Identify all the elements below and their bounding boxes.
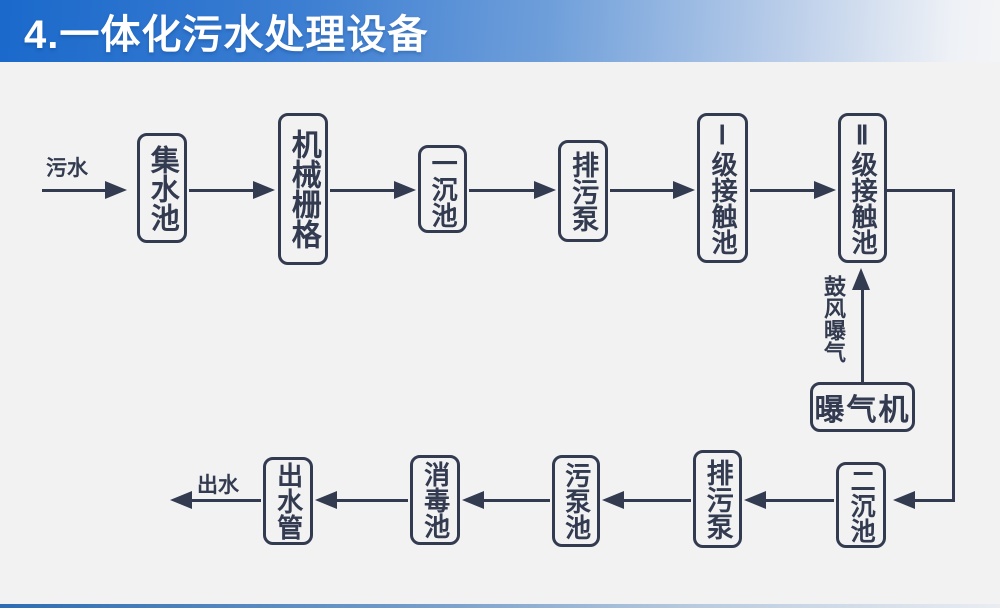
box-sewage-pump-top: 排污泵 — [558, 140, 608, 242]
elbow-bottom-segment — [915, 499, 955, 502]
box-aerator: 曝气机 — [810, 382, 915, 432]
arrow-pump-to-pumptank-line — [624, 499, 691, 502]
box-secondary-sedimentation-tank: 二沉池 — [836, 462, 886, 548]
arrow-secondary-to-pump-head-icon — [744, 491, 766, 509]
arrow-disinfection-to-outlet-head-icon — [315, 491, 337, 509]
arrow-grid-to-primary-head-icon — [394, 181, 416, 199]
arrow-level1-to-level2-head-icon — [814, 181, 836, 199]
box-primary-sedimentation-tank: 一沉池 — [418, 145, 467, 233]
box-level1-contact-tank: Ⅰ级接触池 — [697, 113, 748, 263]
arrow-collection-to-grid-head-icon — [253, 181, 275, 199]
arrow-pump-to-level1-line — [610, 189, 673, 192]
header-bar: 4.一体化污水处理设备 — [0, 0, 1000, 62]
box-outlet-pipe: 出水管 — [263, 457, 313, 545]
box-collection-tank: 集水池 — [137, 133, 187, 243]
arrow-outflow-head-icon — [170, 491, 192, 509]
arrow-pump-to-pumptank-head-icon — [602, 491, 624, 509]
arrow-pump-to-level1-head-icon — [673, 181, 695, 199]
arrow-pumptank-to-disinfection-line — [484, 499, 550, 502]
arrow-outflow-line — [192, 499, 261, 502]
elbow-head-icon — [893, 491, 915, 509]
arrow-inflow-line — [42, 189, 105, 192]
arrow-primary-to-pump-line — [469, 189, 534, 192]
box-disinfection-tank: 消毒池 — [410, 455, 460, 545]
inflow-label: 污水 — [46, 157, 88, 180]
arrow-collection-to-grid-line — [189, 189, 253, 192]
arrow-primary-to-pump-head-icon — [534, 181, 556, 199]
outflow-label: 出水 — [197, 474, 239, 497]
arrow-aerator-line — [861, 290, 864, 382]
box-sewage-pump-tank: 污泵池 — [552, 455, 600, 547]
arrow-disinfection-to-outlet-line — [337, 499, 408, 502]
aeration-label: 鼓风曝气 — [821, 275, 847, 363]
arrow-pumptank-to-disinfection-head-icon — [462, 491, 484, 509]
page-title: 4.一体化污水处理设备 — [24, 13, 429, 57]
arrow-secondary-to-pump-line — [766, 499, 834, 502]
footer-accent-bar — [0, 604, 1000, 608]
arrow-grid-to-primary-line — [330, 189, 394, 192]
elbow-vertical-segment — [952, 189, 955, 502]
arrow-aerator-head-icon — [852, 268, 870, 290]
box-sewage-pump-bottom: 排污泵 — [693, 450, 742, 548]
arrow-inflow-head-icon — [105, 181, 127, 199]
box-level2-contact-tank: Ⅱ级接触池 — [838, 113, 887, 263]
box-mechanical-grid: 机械栅格 — [278, 113, 328, 265]
arrow-level1-to-level2-line — [750, 189, 814, 192]
elbow-top-segment — [887, 189, 955, 192]
